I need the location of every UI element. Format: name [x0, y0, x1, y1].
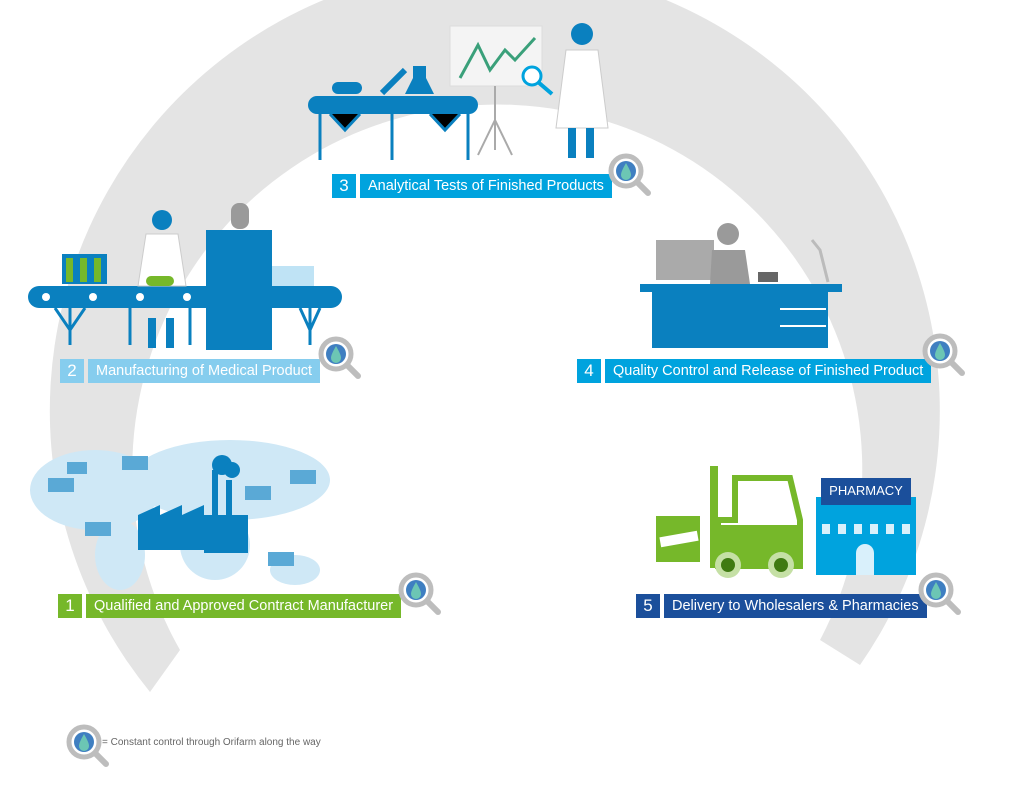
- legend-text: = Constant control through Orifarm along…: [102, 736, 321, 748]
- arc-path: [49, 0, 940, 692]
- step-3-text: Analytical Tests of Finished Products: [360, 174, 612, 198]
- legend: = Constant control through Orifarm along…: [66, 724, 321, 768]
- forklift-illustration: [656, 466, 803, 578]
- factory-icon: [138, 455, 248, 553]
- magnifier-drop-icon: [922, 333, 966, 377]
- magnifier-drop-icon: [608, 153, 652, 197]
- conveyor-illustration: [28, 203, 342, 350]
- step-2-text: Manufacturing of Medical Product: [88, 359, 320, 383]
- step-5-text: Delivery to Wholesalers & Pharmacies: [664, 594, 927, 618]
- step-3-number: 3: [332, 174, 356, 198]
- desk-illustration: [640, 223, 842, 348]
- step-3-label: 3 Analytical Tests of Finished Products: [332, 174, 612, 198]
- step-4-label: 4 Quality Control and Release of Finishe…: [577, 359, 932, 383]
- magnifier-drop-icon: [318, 336, 362, 380]
- step-4-number: 4: [577, 359, 601, 383]
- magnifier-drop-icon: [918, 572, 962, 616]
- step-2-number: 2: [60, 359, 84, 383]
- pharmacy-sign: PHARMACY: [829, 483, 903, 498]
- step-5-label: 5 Delivery to Wholesalers & Pharmacies: [636, 594, 927, 618]
- step-4-text: Quality Control and Release of Finished …: [605, 359, 932, 383]
- lab-illustration: [308, 23, 609, 160]
- world-map-illustration: [30, 440, 330, 590]
- step-1-number: 1: [58, 594, 82, 618]
- pharmacy-illustration: [816, 478, 916, 575]
- magnifier-drop-icon: [398, 572, 442, 616]
- step-5-number: 5: [636, 594, 660, 618]
- step-1-label: 1 Qualified and Approved Contract Manufa…: [58, 594, 402, 618]
- step-2-label: 2 Manufacturing of Medical Product: [60, 359, 320, 383]
- step-1-text: Qualified and Approved Contract Manufact…: [86, 594, 402, 618]
